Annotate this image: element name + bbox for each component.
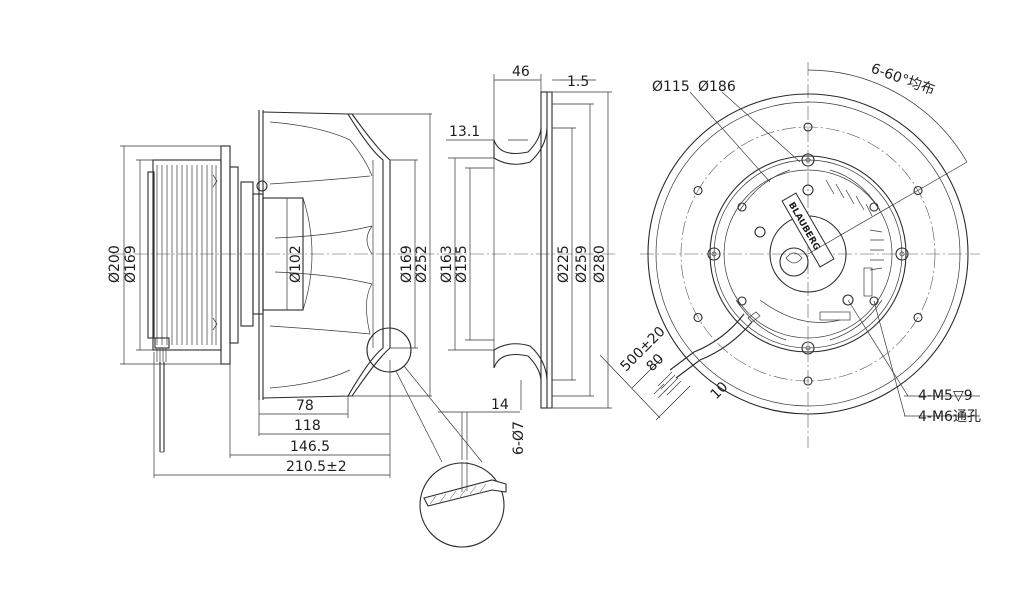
impeller-side-view: Ø102 Ø169 Ø252 — [240, 110, 432, 400]
dim-46: 46 — [512, 64, 530, 80]
dim-holes-6-d7: 6-Ø7 — [511, 421, 527, 455]
dim-146-5: 146.5 — [290, 439, 330, 455]
cable-bundle — [154, 337, 170, 453]
cooling-fins — [156, 165, 217, 345]
motor-plate — [707, 153, 909, 355]
dim-d115: Ø115 — [652, 79, 690, 95]
rear-cable — [653, 311, 761, 399]
dim-d102: Ø102 — [288, 245, 304, 283]
dim-d252: Ø252 — [414, 245, 430, 283]
dim-d169-motor: Ø169 — [123, 245, 139, 283]
dim-d163: Ø163 — [439, 245, 455, 283]
rear-view: BLAUBERG Ø115 Ø186 6-60°均布 500±20 80 10 — [599, 61, 981, 448]
length-dimensions: 78 118 146.5 210.5±2 — [153, 352, 391, 478]
dim-d259: Ø259 — [574, 245, 590, 283]
motor-side-view: Ø200 Ø169 — [107, 145, 455, 453]
dim-210-5: 210.5±2 — [286, 459, 347, 475]
dim-13-1: 13.1 — [449, 124, 480, 140]
dim-holes-angle: 6-60°均布 — [869, 61, 937, 99]
dim-d169-wheel: Ø169 — [399, 245, 415, 283]
dim-m5: 4-M5▽9 — [918, 388, 973, 404]
dim-strip-10: 10 — [708, 379, 732, 403]
dim-d186: Ø186 — [698, 79, 736, 95]
dim-d280: Ø280 — [592, 245, 608, 283]
dim-78: 78 — [296, 398, 314, 414]
dim-d225: Ø225 — [556, 245, 572, 283]
dim-m6: 4-M6通孔 — [918, 409, 981, 425]
detail-view — [395, 365, 507, 548]
dim-1-5: 1.5 — [567, 74, 589, 90]
dim-118: 118 — [294, 418, 321, 434]
dim-d155: Ø155 — [454, 245, 470, 283]
impeller-blades — [269, 121, 373, 389]
mounting-holes — [693, 122, 923, 386]
inlet-ring-view: 46 1.5 13.1 Ø163 Ø155 Ø225 Ø259 Ø280 — [438, 64, 615, 460]
dim-d200: Ø200 — [107, 245, 123, 283]
dim-14: 14 — [491, 397, 509, 413]
